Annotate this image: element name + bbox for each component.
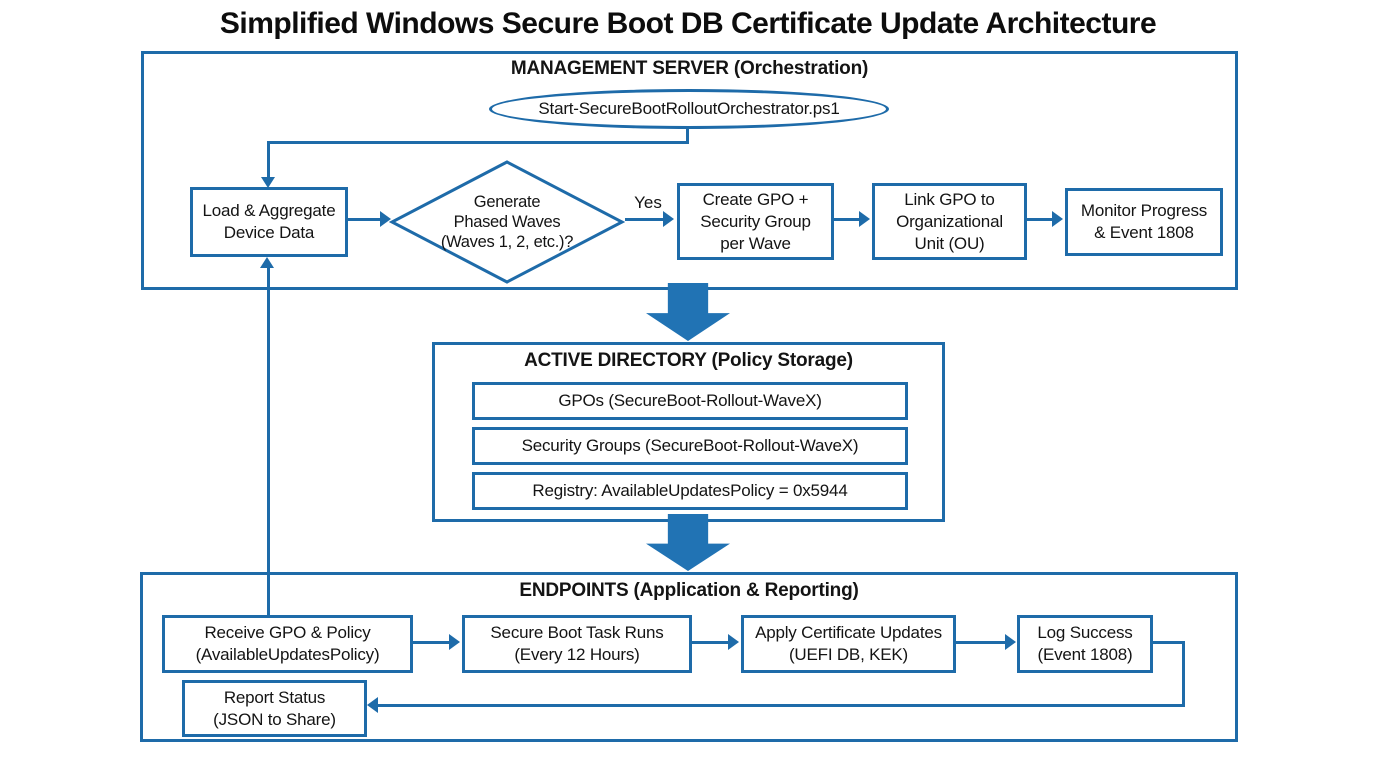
connector-ellipse-elbow xyxy=(267,141,689,144)
connector-create-to-link xyxy=(834,218,859,221)
endpoints-header: ENDPOINTS (Application & Reporting) xyxy=(519,580,859,601)
page-title: Simplified Windows Secure Boot DB Certif… xyxy=(219,7,1157,40)
right-arrowhead-icon xyxy=(728,634,739,650)
ad-item-security-groups: Security Groups (SecureBoot-Rollout-Wave… xyxy=(472,427,908,465)
node-receive-gpo-policy: Receive GPO & Policy (AvailableUpdatesPo… xyxy=(162,615,413,673)
ad-item-registry-policy: Registry: AvailableUpdatesPolicy = 0x594… xyxy=(472,472,908,510)
management-server-header: MANAGEMENT SERVER (Orchestration) xyxy=(510,58,869,79)
node-secure-boot-task: Secure Boot Task Runs (Every 12 Hours) xyxy=(462,615,692,673)
right-arrowhead-icon xyxy=(1052,211,1063,227)
node-apply-certificate-updates: Apply Certificate Updates (UEFI DB, KEK) xyxy=(741,615,956,673)
ad-item-gpos: GPOs (SecureBoot-Rollout-WaveX) xyxy=(472,382,908,420)
decision-diamond-shape xyxy=(389,160,625,284)
big-down-arrow-icon xyxy=(646,283,730,341)
node-create-gpo-security-group: Create GPO + Security Group per Wave xyxy=(677,183,834,260)
big-down-arrow-icon xyxy=(646,514,730,571)
connector-apply-to-log xyxy=(956,641,1005,644)
node-report-status: Report Status (JSON to Share) xyxy=(182,680,367,737)
connector-log-elbow-side xyxy=(1182,641,1185,707)
right-arrowhead-icon xyxy=(380,211,391,227)
active-directory-header: ACTIVE DIRECTORY (Policy Storage) xyxy=(524,350,853,371)
endpoints-section xyxy=(140,572,1238,742)
right-arrowhead-icon xyxy=(859,211,870,227)
node-monitor-progress: Monitor Progress & Event 1808 xyxy=(1065,188,1223,256)
connector-feedback-to-load xyxy=(267,267,270,615)
decision-generate-phased-waves: Generate Phased Waves (Waves 1, 2, etc.)… xyxy=(440,193,574,251)
right-arrowhead-icon xyxy=(663,211,674,227)
left-arrowhead-icon xyxy=(367,697,378,713)
connector-log-elbow-top xyxy=(1153,641,1185,644)
up-arrowhead-icon xyxy=(260,257,274,268)
node-link-gpo-to-ou: Link GPO to Organizational Unit (OU) xyxy=(872,183,1027,260)
connector-load-to-decision xyxy=(348,218,380,221)
connector-to-report-status xyxy=(377,704,1185,707)
node-log-success: Log Success (Event 1808) xyxy=(1017,615,1153,673)
connector-receive-to-task xyxy=(413,641,449,644)
node-load-aggregate-device-data: Load & Aggregate Device Data xyxy=(190,187,348,257)
down-arrowhead-icon xyxy=(261,177,275,188)
decision-yes-label: Yes xyxy=(634,193,662,212)
connector-link-to-monitor xyxy=(1027,218,1052,221)
orchestrator-script-ellipse: Start-SecureBootRolloutOrchestrator.ps1 xyxy=(489,89,889,129)
right-arrowhead-icon xyxy=(449,634,460,650)
right-arrowhead-icon xyxy=(1005,634,1016,650)
connector-decision-to-create xyxy=(625,218,663,221)
connector-ellipse-drop xyxy=(686,127,689,144)
connector-to-load-node xyxy=(267,141,270,177)
connector-task-to-apply xyxy=(692,641,728,644)
